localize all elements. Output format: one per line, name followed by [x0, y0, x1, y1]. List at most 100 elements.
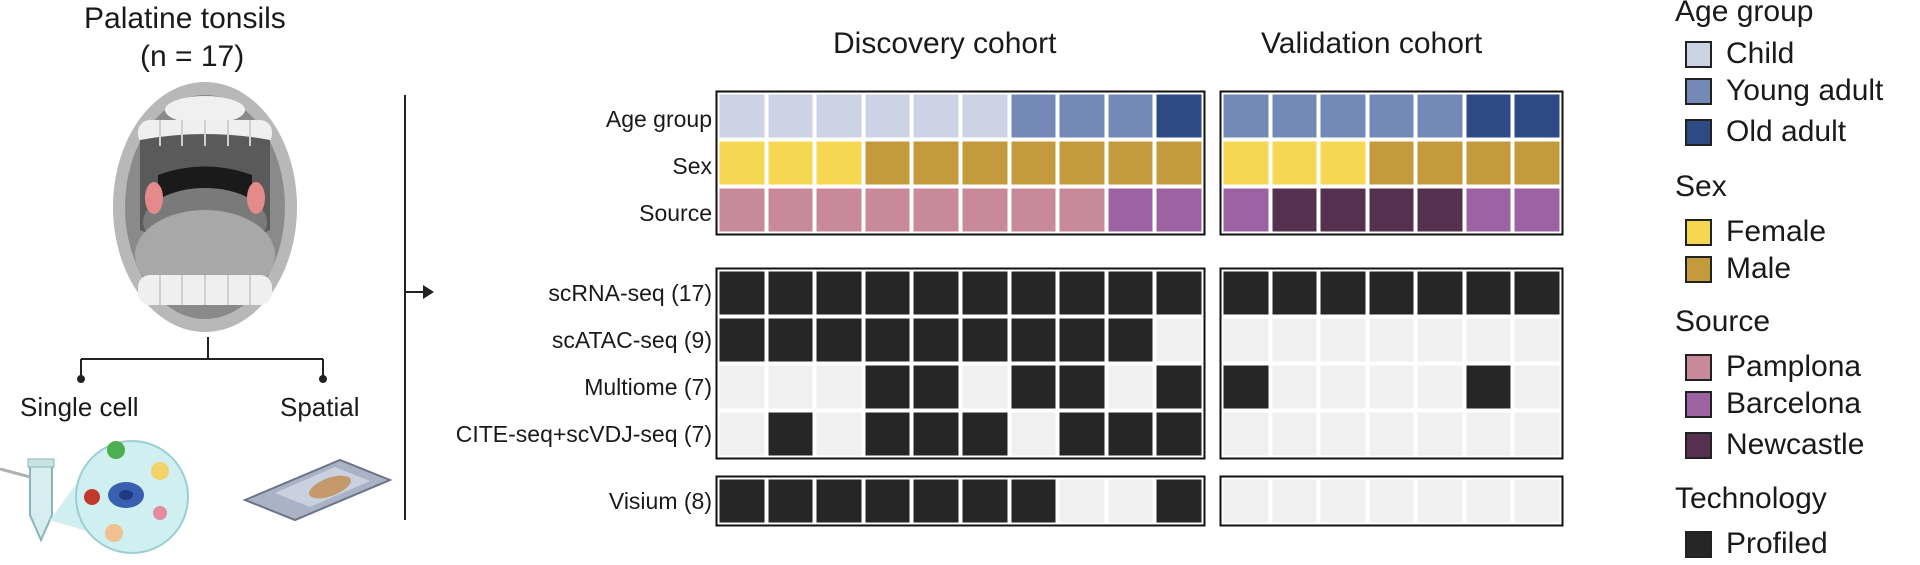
mouth-illustration — [113, 82, 297, 332]
validation-cell-age-group-7 — [1514, 94, 1560, 138]
validation-cell-scatac-1 — [1223, 318, 1269, 362]
legend-item-old-adult: Old adult — [1685, 115, 1846, 149]
legend-label-old-adult: Old adult — [1726, 115, 1847, 148]
discovery-cell-scrna-1 — [719, 271, 765, 315]
legend-swatch-pamplona — [1685, 353, 1712, 381]
validation-cell-sex-5 — [1417, 141, 1463, 185]
validation-cell-multiome-2 — [1272, 365, 1317, 409]
discovery-cell-source-5 — [913, 188, 959, 232]
discovery-cell-cite-9 — [1108, 412, 1153, 456]
legend-label-newcastle: Newcastle — [1726, 428, 1865, 461]
validation-cell-source-3 — [1320, 188, 1366, 232]
discovery-cell-scatac-3 — [816, 318, 862, 362]
discovery-cell-multiome-7 — [1011, 365, 1056, 409]
discovery-cell-source-1 — [719, 188, 765, 232]
discovery-cell-scrna-3 — [816, 271, 862, 315]
validation-cell-source-7 — [1514, 188, 1560, 232]
validation-cell-source-2 — [1272, 188, 1317, 232]
discovery-block-2 — [715, 267, 1206, 460]
validation-cell-visium-2 — [1272, 479, 1317, 523]
discovery-cell-sex-6 — [962, 141, 1008, 185]
discovery-cell-cite-10 — [1156, 412, 1202, 456]
row-label-source: Source — [639, 200, 712, 226]
discovery-cell-multiome-8 — [1059, 365, 1105, 409]
legend-item-profiled: Profiled — [1685, 527, 1828, 561]
row-label-scrna: scRNA-seq (17) — [548, 280, 712, 306]
validation-cell-source-5 — [1417, 188, 1463, 232]
discovery-cell-cite-6 — [962, 412, 1008, 456]
arrow-right-icon — [405, 285, 434, 299]
discovery-cell-sex-10 — [1156, 141, 1202, 185]
discovery-cell-scatac-6 — [962, 318, 1008, 362]
discovery-cell-multiome-5 — [913, 365, 959, 409]
discovery-cell-age-group-10 — [1156, 94, 1202, 138]
validation-cell-cite-4 — [1369, 412, 1414, 456]
discovery-cell-age-group-8 — [1059, 94, 1105, 138]
discovery-cell-scrna-5 — [913, 271, 959, 315]
discovery-cell-visium-3 — [816, 479, 862, 523]
discovery-cell-sex-1 — [719, 141, 765, 185]
discovery-cell-scatac-2 — [768, 318, 813, 362]
discovery-cell-scrna-6 — [962, 271, 1008, 315]
validation-cell-sex-3 — [1320, 141, 1366, 185]
legend-swatch-young-adult — [1685, 77, 1712, 105]
legend-item-male: Male — [1685, 252, 1791, 286]
validation-cell-age-group-6 — [1466, 94, 1511, 138]
legend-swatch-child — [1685, 40, 1712, 68]
validation-cell-scatac-3 — [1320, 318, 1366, 362]
discovery-cell-scrna-9 — [1108, 271, 1153, 315]
discovery-cell-source-2 — [768, 188, 813, 232]
validation-cell-scrna-5 — [1417, 271, 1463, 315]
discovery-cell-sex-7 — [1011, 141, 1056, 185]
validation-cell-multiome-6 — [1466, 365, 1511, 409]
validation-cell-visium-7 — [1514, 479, 1560, 523]
validation-cell-cite-5 — [1417, 412, 1463, 456]
row-labels: Age group Sex Source scRNA-seq (17) scAT… — [0, 0, 712, 565]
legend-label-pamplona: Pamplona — [1726, 350, 1862, 383]
discovery-cell-age-group-9 — [1108, 94, 1153, 138]
legend-swatch-barcelona — [1685, 390, 1712, 418]
discovery-cell-age-group-4 — [865, 94, 910, 138]
legend-item-barcelona: Barcelona — [1685, 387, 1861, 421]
branch-spatial-label: Spatial — [280, 392, 360, 422]
row-label-visium: Visium (8) — [608, 488, 712, 514]
discovery-cell-cite-1 — [719, 412, 765, 456]
validation-cell-sex-2 — [1272, 141, 1317, 185]
discovery-cell-multiome-4 — [865, 365, 910, 409]
discovery-cell-source-9 — [1108, 188, 1153, 232]
validation-cell-scatac-2 — [1272, 318, 1317, 362]
discovery-cell-age-group-3 — [816, 94, 862, 138]
validation-cell-cite-2 — [1272, 412, 1317, 456]
discovery-cell-multiome-6 — [962, 365, 1008, 409]
legend-swatch-profiled — [1685, 530, 1712, 558]
validation-cell-cite-7 — [1514, 412, 1560, 456]
legend-swatch-newcastle — [1685, 431, 1712, 459]
discovery-cell-sex-9 — [1108, 141, 1153, 185]
discovery-cell-visium-1 — [719, 479, 765, 523]
discovery-cell-cite-3 — [816, 412, 862, 456]
validation-cell-source-1 — [1223, 188, 1269, 232]
discovery-cell-scatac-7 — [1011, 318, 1056, 362]
validation-cell-age-group-4 — [1369, 94, 1414, 138]
validation-block-3 — [1219, 475, 1564, 527]
discovery-cell-age-group-1 — [719, 94, 765, 138]
validation-cell-source-4 — [1369, 188, 1414, 232]
discovery-cell-sex-5 — [913, 141, 959, 185]
validation-cell-scatac-5 — [1417, 318, 1463, 362]
discovery-cell-visium-5 — [913, 479, 959, 523]
legend-label-young-adult: Young adult — [1726, 74, 1884, 107]
legend-item-newcastle: Newcastle — [1685, 428, 1864, 462]
discovery-cell-multiome-10 — [1156, 365, 1202, 409]
discovery-cell-cite-8 — [1059, 412, 1105, 456]
legend-source-title: Source — [1675, 305, 1771, 338]
legend-swatch-old-adult — [1685, 118, 1712, 146]
legend-swatch-male — [1685, 255, 1712, 283]
validation-cell-visium-1 — [1223, 479, 1269, 523]
cells-magnifier-icon — [50, 440, 189, 554]
validation-cohort-title: Validation cohort — [1261, 27, 1483, 60]
validation-cell-age-group-3 — [1320, 94, 1366, 138]
discovery-cell-scrna-7 — [1011, 271, 1056, 315]
validation-cell-scrna-7 — [1514, 271, 1560, 315]
validation-cell-sex-1 — [1223, 141, 1269, 185]
row-label-cite: CITE-seq+scVDJ-seq (7) — [455, 421, 712, 447]
